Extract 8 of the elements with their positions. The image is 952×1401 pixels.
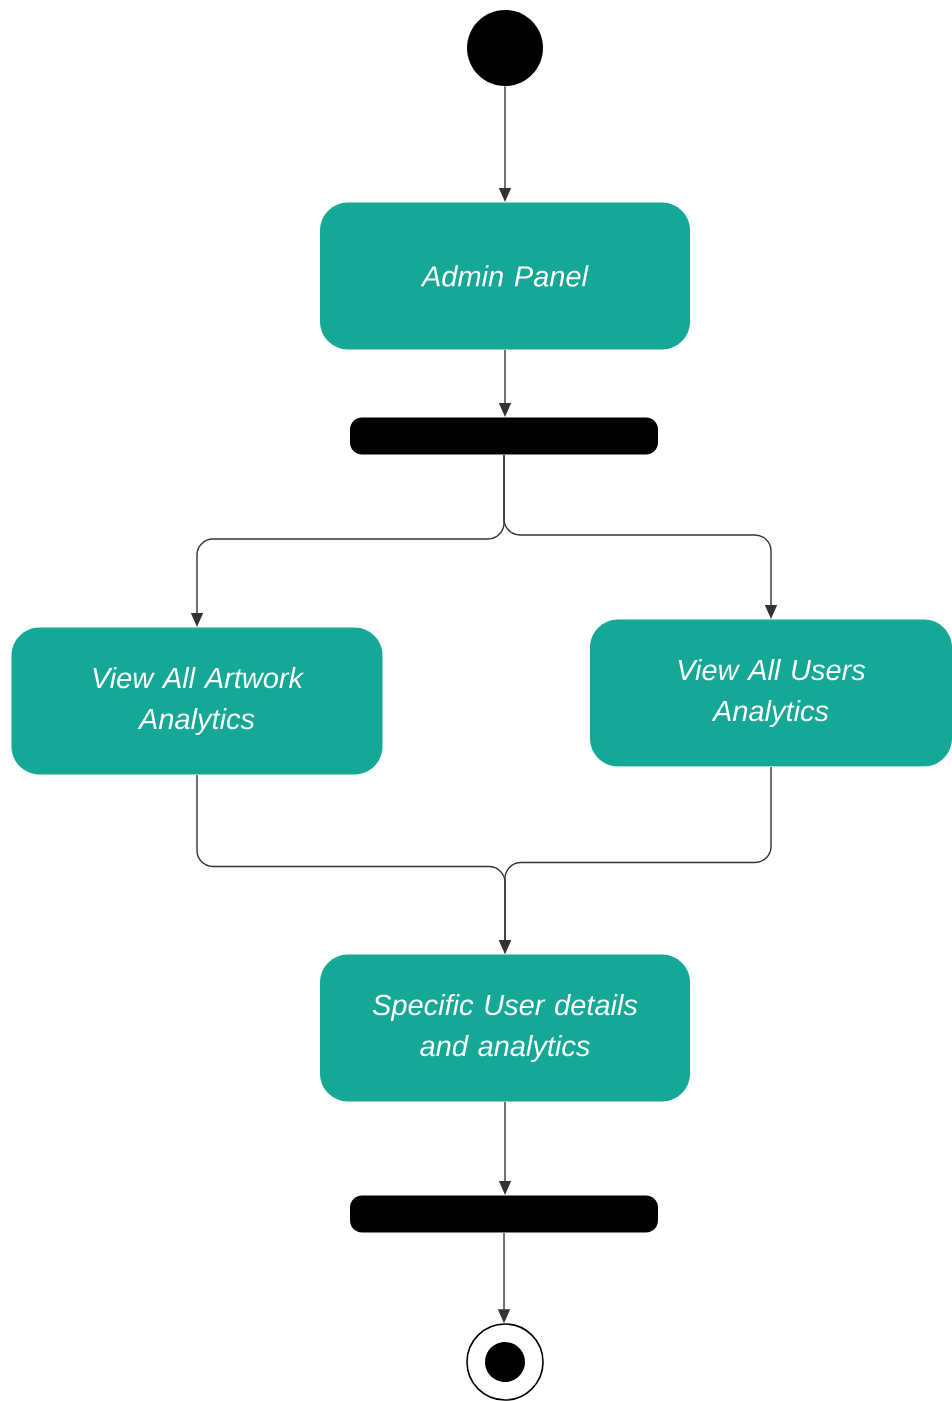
action-box: View All Artwork Analytics bbox=[11, 627, 383, 775]
end-node bbox=[466, 1323, 544, 1401]
fork-bar bbox=[350, 417, 658, 455]
action-box: View All Users Analytics bbox=[590, 619, 952, 767]
action-box: Specific User details and analytics bbox=[320, 954, 690, 1102]
fork-bar bbox=[350, 1195, 658, 1233]
start-node bbox=[467, 10, 543, 86]
action-box: Admin Panel bbox=[320, 202, 690, 350]
